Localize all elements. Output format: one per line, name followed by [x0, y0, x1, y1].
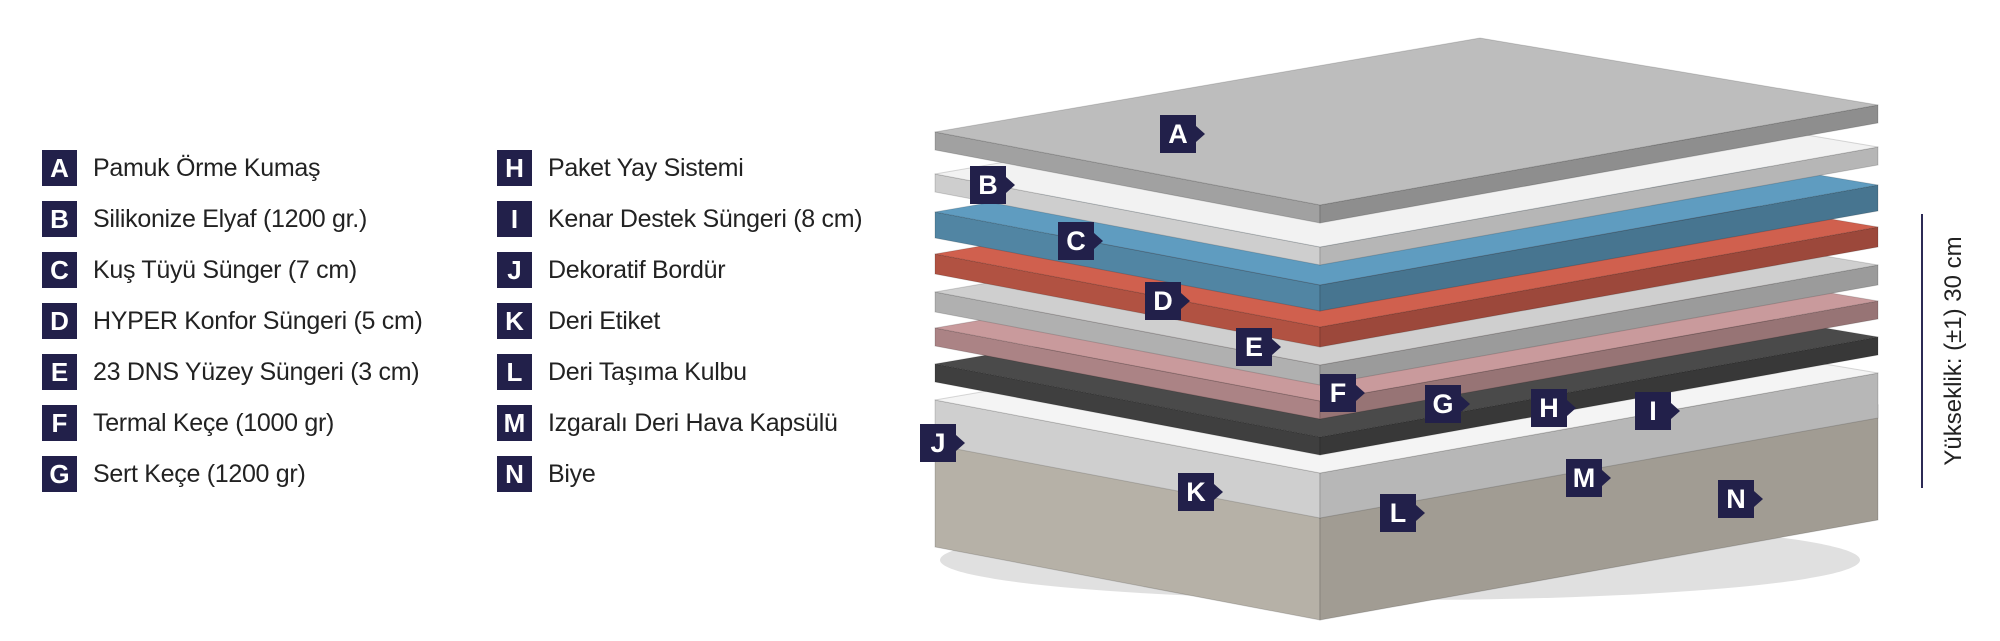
mattress-label-c: C: [1058, 222, 1103, 260]
arrow-right-icon: [956, 435, 965, 451]
legend-item-l: L Deri Taşıma Kulbu: [497, 354, 747, 390]
label-badge: K: [1178, 473, 1214, 511]
arrow-right-icon: [1671, 403, 1680, 419]
mattress-label-b: B: [970, 166, 1015, 204]
arrow-right-icon: [1272, 339, 1281, 355]
legend-badge: A: [42, 150, 77, 186]
legend-item-k: K Deri Etiket: [497, 303, 660, 339]
legend-item-e: E 23 DNS Yüzey Süngeri (3 cm): [42, 354, 420, 390]
legend-item-m: M Izgaralı Deri Hava Kapsülü: [497, 405, 838, 441]
mattress-label-a: A: [1160, 115, 1205, 153]
legend-badge: C: [42, 252, 77, 288]
label-badge: D: [1145, 282, 1181, 320]
legend-label: HYPER Konfor Süngeri (5 cm): [93, 306, 423, 335]
label-badge: B: [970, 166, 1006, 204]
label-badge: H: [1531, 389, 1567, 427]
legend-badge: B: [42, 201, 77, 237]
legend-badge: J: [497, 252, 532, 288]
legend-item-n: N Biye: [497, 456, 596, 492]
legend-label: Deri Taşıma Kulbu: [548, 357, 747, 386]
mattress-label-d: D: [1145, 282, 1190, 320]
label-badge: M: [1566, 459, 1602, 497]
legend-label: Kuş Tüyü Sünger (7 cm): [93, 255, 357, 284]
mattress-label-e: E: [1236, 328, 1281, 366]
legend-badge: D: [42, 303, 77, 339]
legend-label: Dekoratif Bordür: [548, 255, 726, 284]
arrow-right-icon: [1181, 293, 1190, 309]
legend-label: Silikonize Elyaf (1200 gr.): [93, 204, 367, 233]
legend-badge: G: [42, 456, 77, 492]
mattress-label-n: N: [1718, 480, 1763, 518]
legend-item-h: H Paket Yay Sistemi: [497, 150, 744, 186]
legend-badge: F: [42, 405, 77, 441]
legend-item-a: A Pamuk Örme Kumaş: [42, 150, 321, 186]
layer-quilt-top: [934, 37, 1879, 206]
arrow-right-icon: [1602, 470, 1611, 486]
mattress-label-k: K: [1178, 473, 1223, 511]
arrow-right-icon: [1461, 396, 1470, 412]
legend-label: 23 DNS Yüzey Süngeri (3 cm): [93, 357, 420, 386]
legend-label: Sert Keçe (1200 gr): [93, 459, 306, 488]
legend-label: Izgaralı Deri Hava Kapsülü: [548, 408, 838, 437]
legend-badge: M: [497, 405, 532, 441]
legend-label: Paket Yay Sistemi: [548, 153, 744, 182]
legend-badge: H: [497, 150, 532, 186]
legend-item-d: D HYPER Konfor Süngeri (5 cm): [42, 303, 423, 339]
legend-badge: I: [497, 201, 532, 237]
legend-item-j: J Dekoratif Bordür: [497, 252, 726, 288]
arrow-right-icon: [1006, 177, 1015, 193]
label-badge: E: [1236, 328, 1272, 366]
legend-label: Kenar Destek Süngeri (8 cm): [548, 204, 863, 233]
label-badge: F: [1320, 374, 1356, 412]
layer-dark-front-right: [1319, 336, 1879, 456]
legend-item-c: C Kuş Tüyü Sünger (7 cm): [42, 252, 357, 288]
legend-item-i: I Kenar Destek Süngeri (8 cm): [497, 201, 863, 237]
legend-item-b: B Silikonize Elyaf (1200 gr.): [42, 201, 367, 237]
legend-badge: N: [497, 456, 532, 492]
legend-badge: L: [497, 354, 532, 390]
label-badge: A: [1160, 115, 1196, 153]
legend-label: Biye: [548, 459, 596, 488]
mattress-label-i: I: [1635, 392, 1680, 430]
arrow-right-icon: [1214, 484, 1223, 500]
layer-springs-front-right: [1319, 372, 1879, 519]
mattress-label-f: F: [1320, 374, 1365, 412]
arrow-right-icon: [1196, 126, 1205, 142]
legend-badge: E: [42, 354, 77, 390]
arrow-right-icon: [1356, 385, 1365, 401]
label-badge: C: [1058, 222, 1094, 260]
arrow-right-icon: [1754, 491, 1763, 507]
label-badge: I: [1635, 392, 1671, 430]
arrow-right-icon: [1567, 400, 1576, 416]
label-badge: G: [1425, 385, 1461, 423]
legend-label: Pamuk Örme Kumaş: [93, 153, 321, 182]
mattress-label-h: H: [1531, 389, 1576, 427]
label-badge: N: [1718, 480, 1754, 518]
label-badge: J: [920, 424, 956, 462]
height-indicator-line: [1921, 214, 1923, 488]
arrow-right-icon: [1416, 505, 1425, 521]
label-badge: L: [1380, 494, 1416, 532]
legend-item-g: G Sert Keçe (1200 gr): [42, 456, 306, 492]
legend-label: Deri Etiket: [548, 306, 661, 335]
arrow-right-icon: [1094, 233, 1103, 249]
layer-red-front-right: [1319, 226, 1879, 348]
legend-item-f: F Termal Keçe (1000 gr): [42, 405, 334, 441]
mattress-label-m: M: [1566, 459, 1611, 497]
mattress-label-j: J: [920, 424, 965, 462]
height-label: Yükseklik: (±1) 30 cm: [1940, 236, 1967, 466]
legend-badge: K: [497, 303, 532, 339]
legend-label: Termal Keçe (1000 gr): [93, 408, 335, 437]
mattress-label-l: L: [1380, 494, 1425, 532]
mattress-label-g: G: [1425, 385, 1470, 423]
